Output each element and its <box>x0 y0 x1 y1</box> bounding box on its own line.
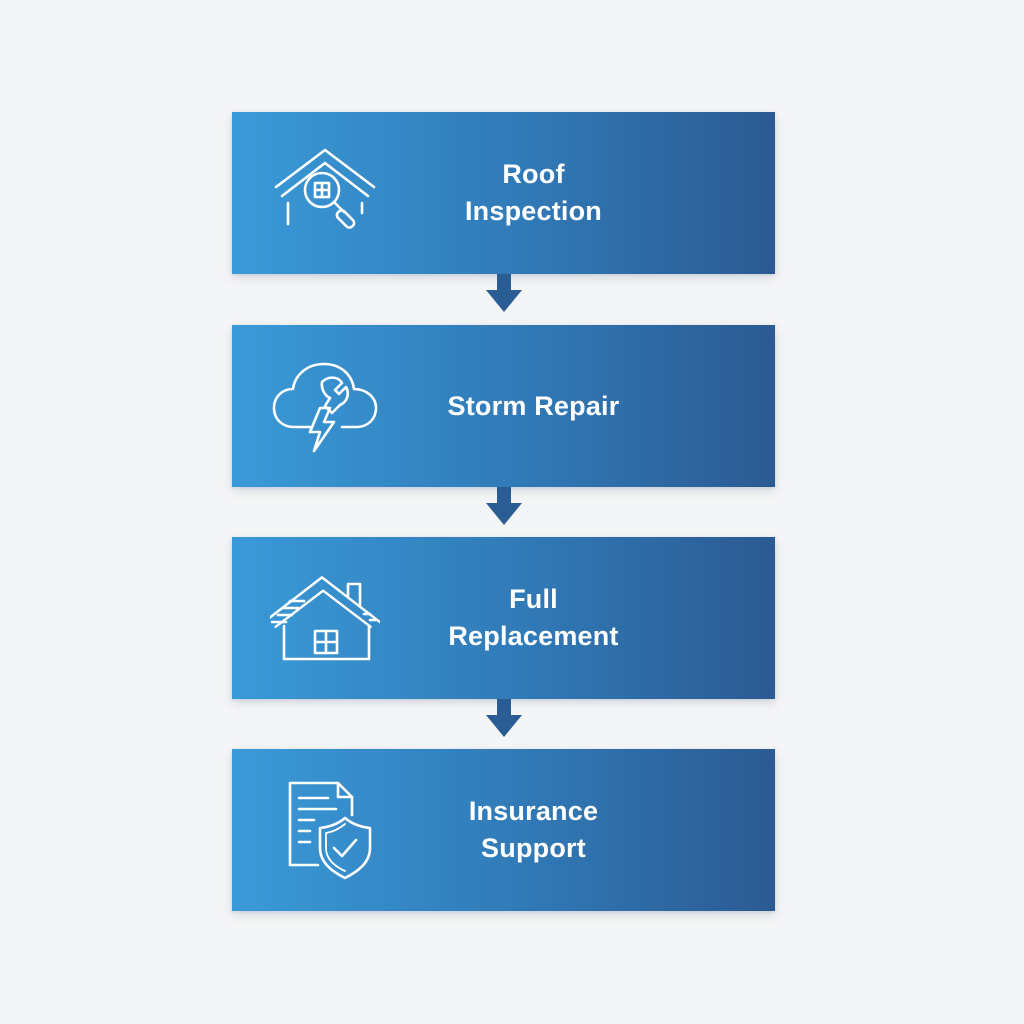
step-label: Roof Inspection <box>392 112 675 274</box>
step-insurance-support[interactable]: Insurance Support <box>232 749 775 911</box>
step-label-text: Storm Repair <box>447 390 620 421</box>
down-arrow-icon <box>486 699 522 739</box>
step-full-replacement[interactable]: Full Replacement <box>232 537 775 699</box>
step-label-text: Insurance Support <box>468 796 599 863</box>
down-arrow-icon <box>486 274 522 314</box>
step-label-text: Full Replacement <box>448 584 619 651</box>
step-storm-repair[interactable]: Storm Repair <box>232 325 775 487</box>
step-label: Insurance Support <box>392 749 675 911</box>
house-roof-icon <box>270 568 380 668</box>
step-label-text: Roof Inspection <box>464 159 602 226</box>
house-magnifier-icon <box>270 143 380 243</box>
cloud-wrench-lightning-icon <box>270 356 380 456</box>
step-roof-inspection[interactable]: Roof Inspection <box>232 112 775 274</box>
down-arrow-icon <box>486 487 522 527</box>
step-label: Full Replacement <box>392 537 675 699</box>
step-label: Storm Repair <box>392 325 675 487</box>
document-shield-check-icon <box>270 780 380 880</box>
